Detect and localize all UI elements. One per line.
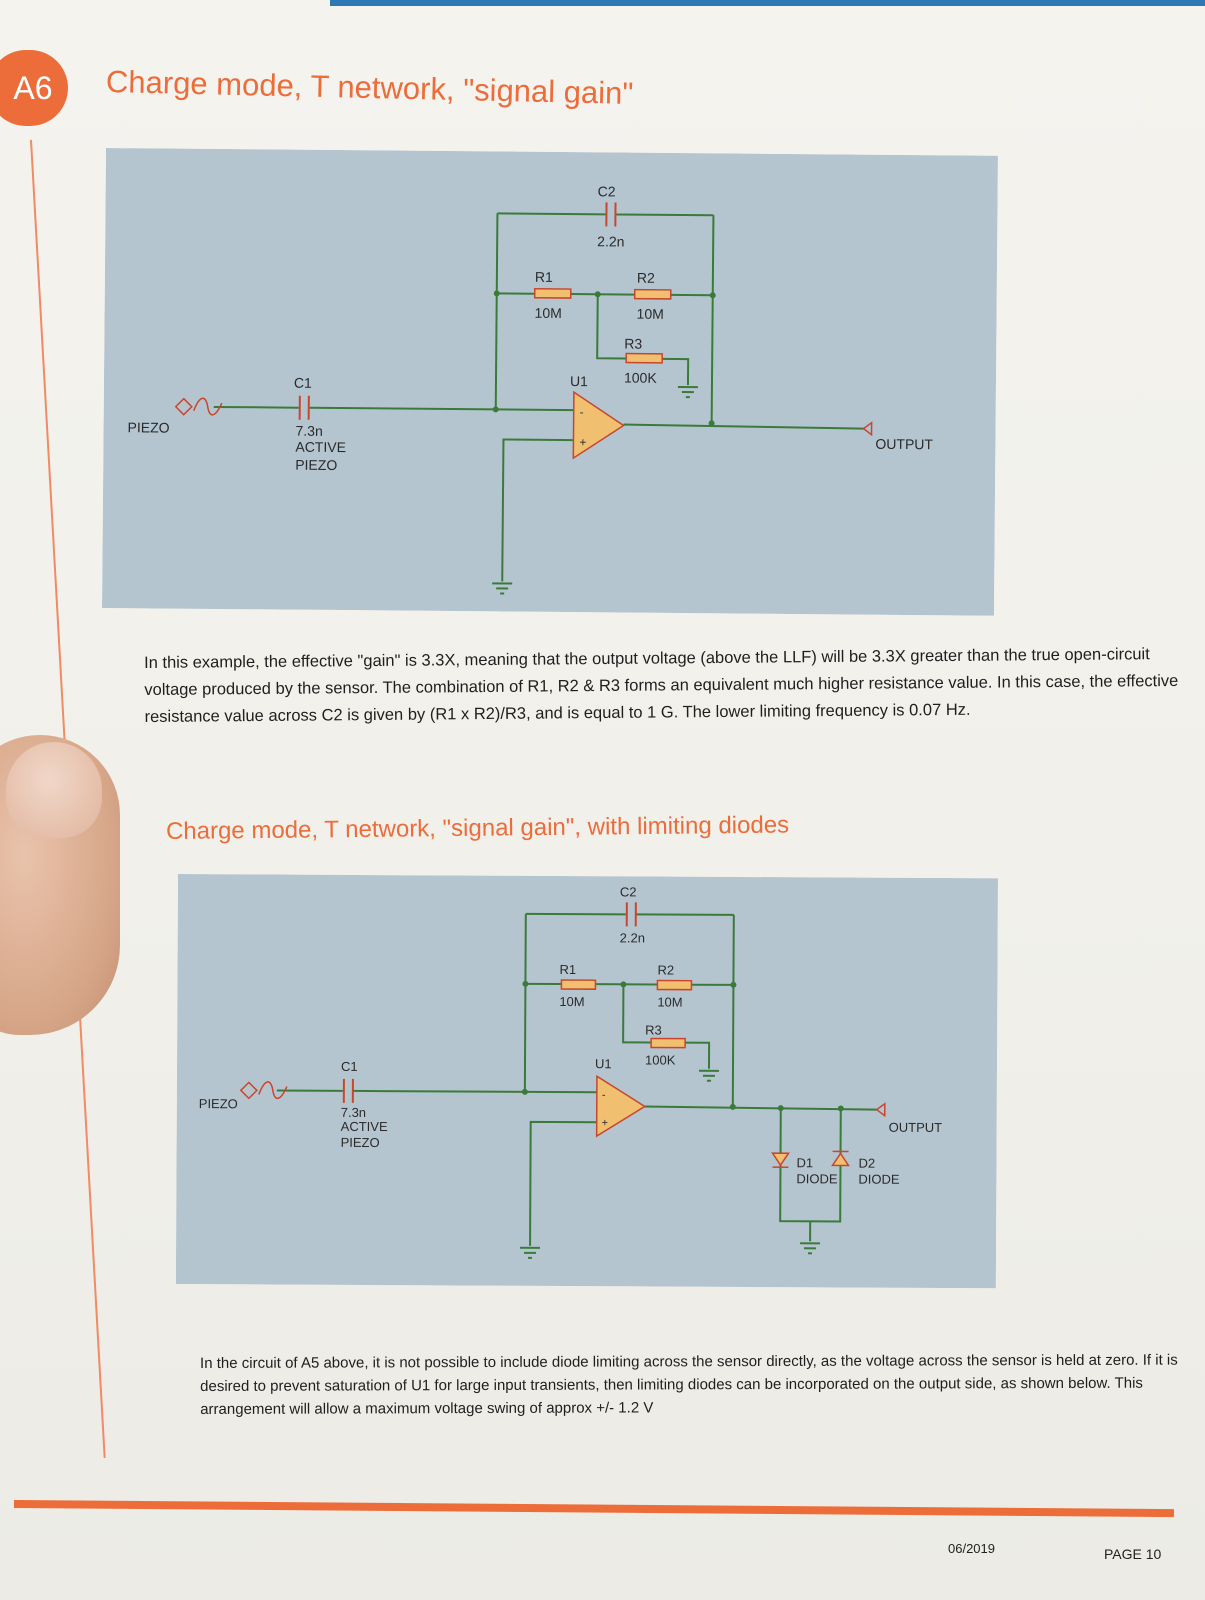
r1-value-label: 10M [535, 305, 562, 321]
d1-value-label: DIODE [796, 1171, 838, 1186]
output-label: OUTPUT [889, 1120, 943, 1135]
r3-value-label: 100K [645, 1052, 676, 1067]
sine-source-icon [193, 397, 223, 416]
c1-value-label: 7.3n [341, 1105, 366, 1120]
u1-label: U1 [570, 373, 588, 389]
r2-resistor [656, 979, 693, 991]
thumbnail-nail [6, 742, 102, 838]
ground-icon [520, 1246, 541, 1259]
c2-ref-label: C2 [598, 183, 616, 199]
paragraph-2: In the circuit of A5 above, it is not po… [200, 1351, 1178, 1418]
d2-diode [831, 1150, 850, 1167]
u1-opamp [572, 390, 625, 460]
footer-date: 06/2019 [948, 1541, 995, 1556]
output-port-icon [862, 421, 873, 437]
bottom-rule [13, 1500, 1174, 1518]
d1-ref-label: D1 [796, 1155, 813, 1170]
c1-ref-label: C1 [341, 1059, 358, 1074]
c2-ref-label: C2 [620, 884, 637, 899]
opamp-plus-label: + [602, 1117, 609, 1129]
r1-ref-label: R1 [535, 269, 553, 285]
c1-line3-label: PIEZO [341, 1135, 380, 1150]
r3-resistor [650, 1037, 686, 1049]
r2-ref-label: R2 [657, 963, 674, 978]
r1-resistor [533, 287, 572, 299]
c2-value-label: 2.2n [597, 233, 624, 249]
wires [213, 212, 864, 582]
input-port-icon [174, 397, 193, 416]
output-port-icon [875, 1102, 886, 1118]
output-label: OUTPUT [875, 436, 933, 453]
c1-line2-label: ACTIVE [295, 439, 346, 455]
r1-resistor [560, 979, 597, 990]
schematic-background [101, 148, 998, 616]
r2-value-label: 10M [657, 995, 682, 1010]
page-number: PAGE 10 [1104, 1546, 1162, 1562]
input-label: PIEZO [127, 419, 169, 435]
r2-ref-label: R2 [637, 270, 655, 286]
c1-capacitor [298, 395, 310, 420]
c1-value-label: 7.3n [295, 423, 322, 439]
r1-value-label: 10M [559, 994, 584, 1009]
opamp-plus-label: + [579, 435, 586, 449]
d1-diode [771, 1152, 790, 1168]
section-2-title: Charge mode, T network, "signal gain", w… [165, 811, 790, 845]
c2-capacitor [625, 902, 637, 927]
d2-value-label: DIODE [858, 1172, 900, 1187]
junction-dots [492, 290, 716, 427]
r3-ref-label: R3 [624, 336, 642, 352]
sine-source-icon [258, 1081, 288, 1100]
u1-opamp [595, 1074, 647, 1138]
ground-icon [800, 1242, 821, 1255]
schematic-1: C2 2.2n R1 10M R2 10M R3 100K U1 - + C1 … [101, 148, 998, 616]
junction-dots [521, 980, 844, 1112]
top-rule [330, 0, 1205, 6]
r2-resistor [633, 288, 672, 300]
input-port-icon [239, 1081, 258, 1100]
r3-ref-label: R3 [645, 1022, 662, 1037]
schematic-2: C2 2.2n R1 10M R2 10M R3 100K U1 - + C1 … [175, 874, 998, 1289]
u1-label: U1 [595, 1056, 612, 1071]
c2-capacitor [605, 202, 617, 227]
r3-resistor [625, 352, 663, 364]
r1-ref-label: R1 [559, 962, 576, 977]
ground-icon [677, 386, 698, 399]
c1-ref-label: C1 [294, 375, 312, 391]
opamp-minus-label: - [602, 1089, 606, 1101]
d2-ref-label: D2 [858, 1156, 875, 1171]
r3-value-label: 100K [624, 370, 657, 386]
r2-value-label: 10M [637, 306, 664, 322]
c2-value-label: 2.2n [620, 930, 645, 945]
section-title: Charge mode, T network, "signal gain" [105, 64, 634, 111]
c1-capacitor [342, 1078, 354, 1103]
ground-icon [698, 1069, 719, 1082]
ground-icon [492, 582, 513, 595]
input-label: PIEZO [199, 1096, 238, 1111]
paragraph-1: In this example, the effective "gain" is… [144, 645, 1179, 726]
schematic-background [175, 874, 998, 1289]
section-badge: A6 [0, 50, 68, 126]
c1-line3-label: PIEZO [295, 457, 337, 473]
c1-line2-label: ACTIVE [341, 1119, 388, 1134]
opamp-minus-label: - [580, 405, 584, 419]
